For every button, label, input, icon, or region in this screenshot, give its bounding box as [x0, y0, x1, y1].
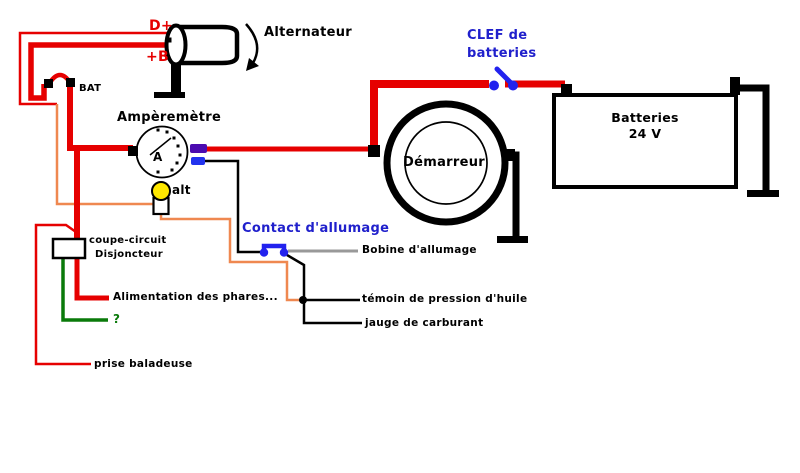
battery-ground-bar — [747, 190, 779, 197]
battery-key-label-line1: CLEF de — [467, 28, 528, 43]
starter-inner-ring — [404, 121, 488, 205]
alt-lamp-label: alt — [172, 183, 191, 197]
alternator-ground-bar — [154, 92, 185, 98]
trouble-light-label: prise baladeuse — [94, 358, 193, 370]
breaker-box — [51, 237, 87, 260]
battery-positive-post — [561, 84, 572, 95]
battery-key-switch-blade — [494, 66, 515, 87]
battery-ground-wire — [737, 84, 770, 191]
headlights-feed-label: Alimentation des phares... — [113, 291, 278, 303]
coil-label: Bobine d'allumage — [362, 244, 477, 256]
alternator-end-cap — [164, 23, 188, 67]
ammeter-needle — [149, 137, 172, 156]
starter-ground-wire — [510, 151, 520, 238]
alternator-label: Alternateur — [264, 25, 352, 40]
orange-wire-lamp-to-junction — [159, 214, 299, 302]
bat-connector-left — [44, 79, 53, 88]
ignition-switch-terminal-right — [279, 248, 289, 257]
d-plus-label: D+ — [149, 18, 173, 34]
starter-to-switch-wire — [370, 80, 489, 152]
ammeter-dial-ticks — [156, 128, 182, 174]
battery-label-line1: Batteries — [611, 110, 679, 125]
unknown-wire-label: ? — [113, 312, 121, 326]
ignition-to-jauge-wire — [286, 253, 362, 325]
ammeter-right-connector-purple — [190, 144, 207, 153]
orange-wire-to-lamp — [55, 104, 154, 206]
bat-connector-right — [66, 78, 75, 87]
ignition-switch-terminal-left — [259, 248, 269, 257]
bat-label: BAT — [79, 83, 102, 94]
battery-key-switch-terminal-right — [508, 80, 518, 91]
alt-lamp-bulb — [151, 181, 171, 201]
prise-baladeuse-wire — [34, 223, 91, 366]
ammeter-to-ignition-wire — [204, 159, 262, 254]
green-wire — [61, 258, 108, 322]
temoin-junction-dot — [299, 296, 307, 304]
bat-to-ammeter-wire — [67, 85, 133, 151]
battery-key-label-line2: batteries — [467, 46, 537, 61]
d-plus-wire — [18, 31, 168, 106]
plus-b-wire — [28, 42, 167, 101]
oil-pressure-label: témoin de pression d'huile — [362, 293, 528, 305]
fuel-gauge-label: jauge de carburant — [365, 317, 484, 329]
ammeter-left-terminal — [128, 146, 138, 156]
starter-left-terminal — [368, 145, 380, 157]
starter-ground-bar — [497, 236, 528, 243]
battery-negative-post — [730, 77, 740, 95]
phares-wire — [74, 258, 109, 301]
ammeter-letter: A — [153, 150, 163, 164]
alternator-mount — [171, 61, 181, 93]
battery-label-line2: 24 V — [628, 126, 662, 141]
alternator-terminal-dot — [166, 37, 172, 43]
ammeter-label: Ampèremètre — [117, 110, 222, 125]
ammeter-right-connector-blue — [191, 157, 205, 165]
battery-box — [552, 93, 738, 189]
ignition-contact-label: Contact d'allumage — [242, 221, 390, 236]
plus-b-label: +B — [146, 49, 170, 65]
breaker-label-line1: coupe-circuit — [89, 235, 167, 246]
battery-key-switch-terminal-left — [489, 80, 499, 91]
alternator-body — [174, 24, 240, 66]
rotation-arrow-arc — [245, 23, 259, 64]
starter-label: Démarreur — [403, 155, 485, 170]
rotation-arrow-head — [246, 58, 259, 71]
breaker-label-line2: Disjoncteur — [95, 249, 163, 260]
